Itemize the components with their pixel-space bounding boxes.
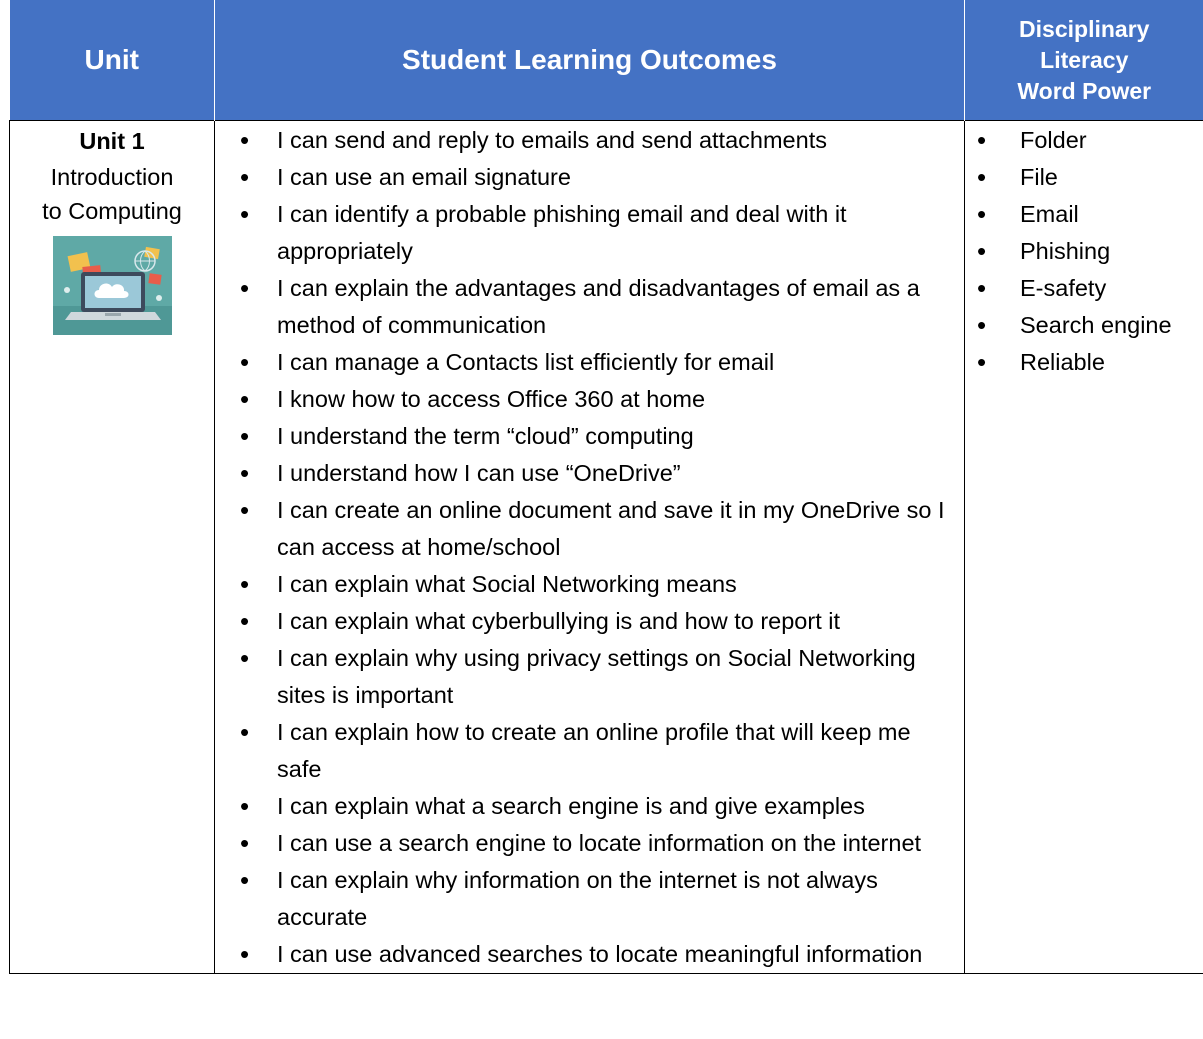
list-item: I can explain the advantages and disadva… (215, 270, 964, 344)
table-row: Unit 1 Introduction to Computing (9, 120, 1203, 974)
word-item: Search engine (965, 307, 1203, 344)
word-item: E-safety (965, 270, 1203, 307)
list-item: I can identify a probable phishing email… (215, 196, 964, 270)
word-power-cell: Folder File Email Phishing E-safety Sear… (964, 120, 1203, 974)
learning-outcomes-cell: I can send and reply to emails and send … (214, 120, 965, 974)
list-item: I can manage a Contacts list efficiently… (215, 344, 964, 381)
list-item: I understand how I can use “OneDrive” (215, 455, 964, 492)
list-item: I can create an online document and save… (215, 492, 964, 566)
list-item: I can use advanced searches to locate me… (215, 936, 964, 973)
word-item: Phishing (965, 233, 1203, 270)
list-item: I can explain what a search engine is an… (215, 788, 964, 825)
list-item: I can explain what cyberbullying is and … (215, 603, 964, 640)
unit-description: Introduction to Computing (10, 160, 214, 228)
list-item: I know how to access Office 360 at home (215, 381, 964, 418)
unit-description-line: to Computing (42, 198, 182, 224)
word-item: File (965, 159, 1203, 196)
unit-cell: Unit 1 Introduction to Computing (9, 120, 215, 974)
unit-name: Unit 1 (79, 128, 145, 154)
list-item: I can use an email signature (215, 159, 964, 196)
list-item: I understand the term “cloud” computing (215, 418, 964, 455)
header-word-power-line: Disciplinary (1019, 15, 1150, 42)
learning-outcomes-sheet: Unit Student Learning Outcomes Disciplin… (9, 0, 1203, 1039)
header-word-power-line: Word Power (1017, 77, 1152, 104)
word-item: Folder (965, 122, 1203, 159)
header-learning-outcomes: Student Learning Outcomes (214, 0, 965, 121)
list-item: I can explain why using privacy settings… (215, 640, 964, 714)
list-item: I can explain why information on the int… (215, 862, 964, 936)
list-item: I can explain what Social Networking mea… (215, 566, 964, 603)
word-item: Reliable (965, 344, 1203, 381)
list-item: I can use a search engine to locate info… (215, 825, 964, 862)
learning-outcomes-table: Unit Student Learning Outcomes Disciplin… (9, 0, 1203, 974)
table-header-row: Unit Student Learning Outcomes Disciplin… (9, 0, 1203, 121)
laptop-cloud-icon (52, 236, 172, 335)
list-item: I can send and reply to emails and send … (215, 122, 964, 159)
word-power-list: Folder File Email Phishing E-safety Sear… (965, 122, 1203, 381)
header-unit: Unit (9, 0, 215, 121)
header-word-power: Disciplinary Literacy Word Power (964, 0, 1203, 121)
unit-description-line: Introduction (50, 164, 174, 190)
word-item: Email (965, 196, 1203, 233)
header-word-power-line: Literacy (1040, 46, 1129, 73)
list-item: I can explain how to create an online pr… (215, 714, 964, 788)
learning-outcomes-list: I can send and reply to emails and send … (215, 122, 964, 973)
